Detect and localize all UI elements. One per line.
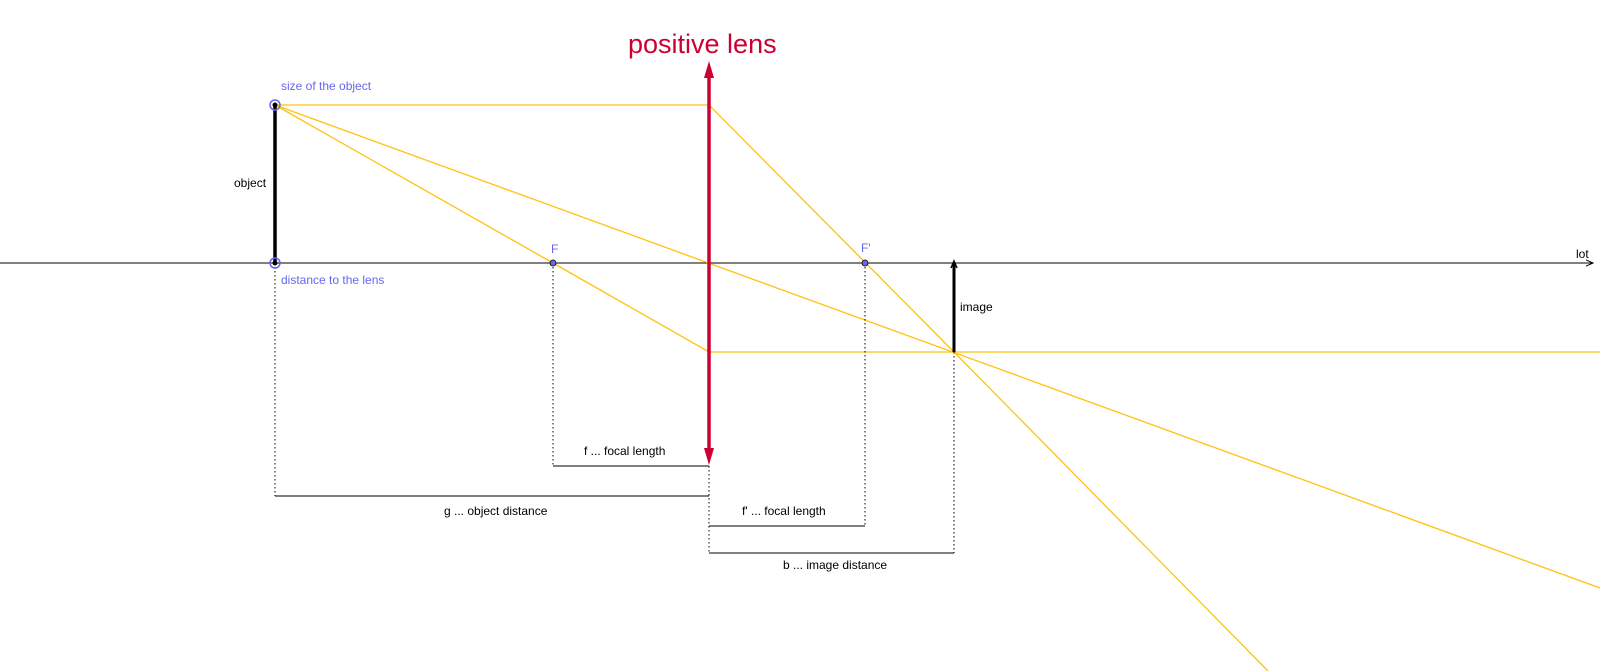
distance-handle-label: distance to the lens bbox=[281, 273, 384, 287]
distance-handle[interactable] bbox=[269, 257, 281, 269]
focal-point-f[interactable] bbox=[549, 259, 557, 267]
lens-title: positive lens bbox=[628, 29, 777, 59]
dimension-lines bbox=[275, 465, 954, 554]
projection-lines bbox=[274, 263, 955, 553]
dim-f-label: f ... focal length bbox=[584, 444, 665, 458]
image-arrow-tip bbox=[950, 259, 958, 269]
dim-f-prime-label: f' ... focal length bbox=[742, 504, 826, 518]
size-handle[interactable] bbox=[269, 99, 281, 111]
axis-label: lot bbox=[1576, 247, 1589, 261]
focal-point-f-prime[interactable] bbox=[861, 259, 869, 267]
ray-focal bbox=[274, 104, 1600, 353]
dim-b-label: b ... image distance bbox=[783, 558, 887, 572]
image-label: image bbox=[960, 300, 993, 314]
lens-arrow-bottom bbox=[704, 448, 714, 465]
focal-point-f-label: F bbox=[551, 242, 558, 256]
dim-g-label: g ... object distance bbox=[444, 504, 548, 518]
size-handle-label: size of the object bbox=[281, 79, 372, 93]
ray-central bbox=[274, 104, 1600, 589]
object-label: object bbox=[234, 176, 267, 190]
ray-parallel bbox=[275, 104, 1269, 671]
focal-point-f-prime-label: F' bbox=[861, 241, 871, 255]
light-rays bbox=[274, 104, 1600, 671]
lens-arrow-top bbox=[704, 61, 714, 78]
